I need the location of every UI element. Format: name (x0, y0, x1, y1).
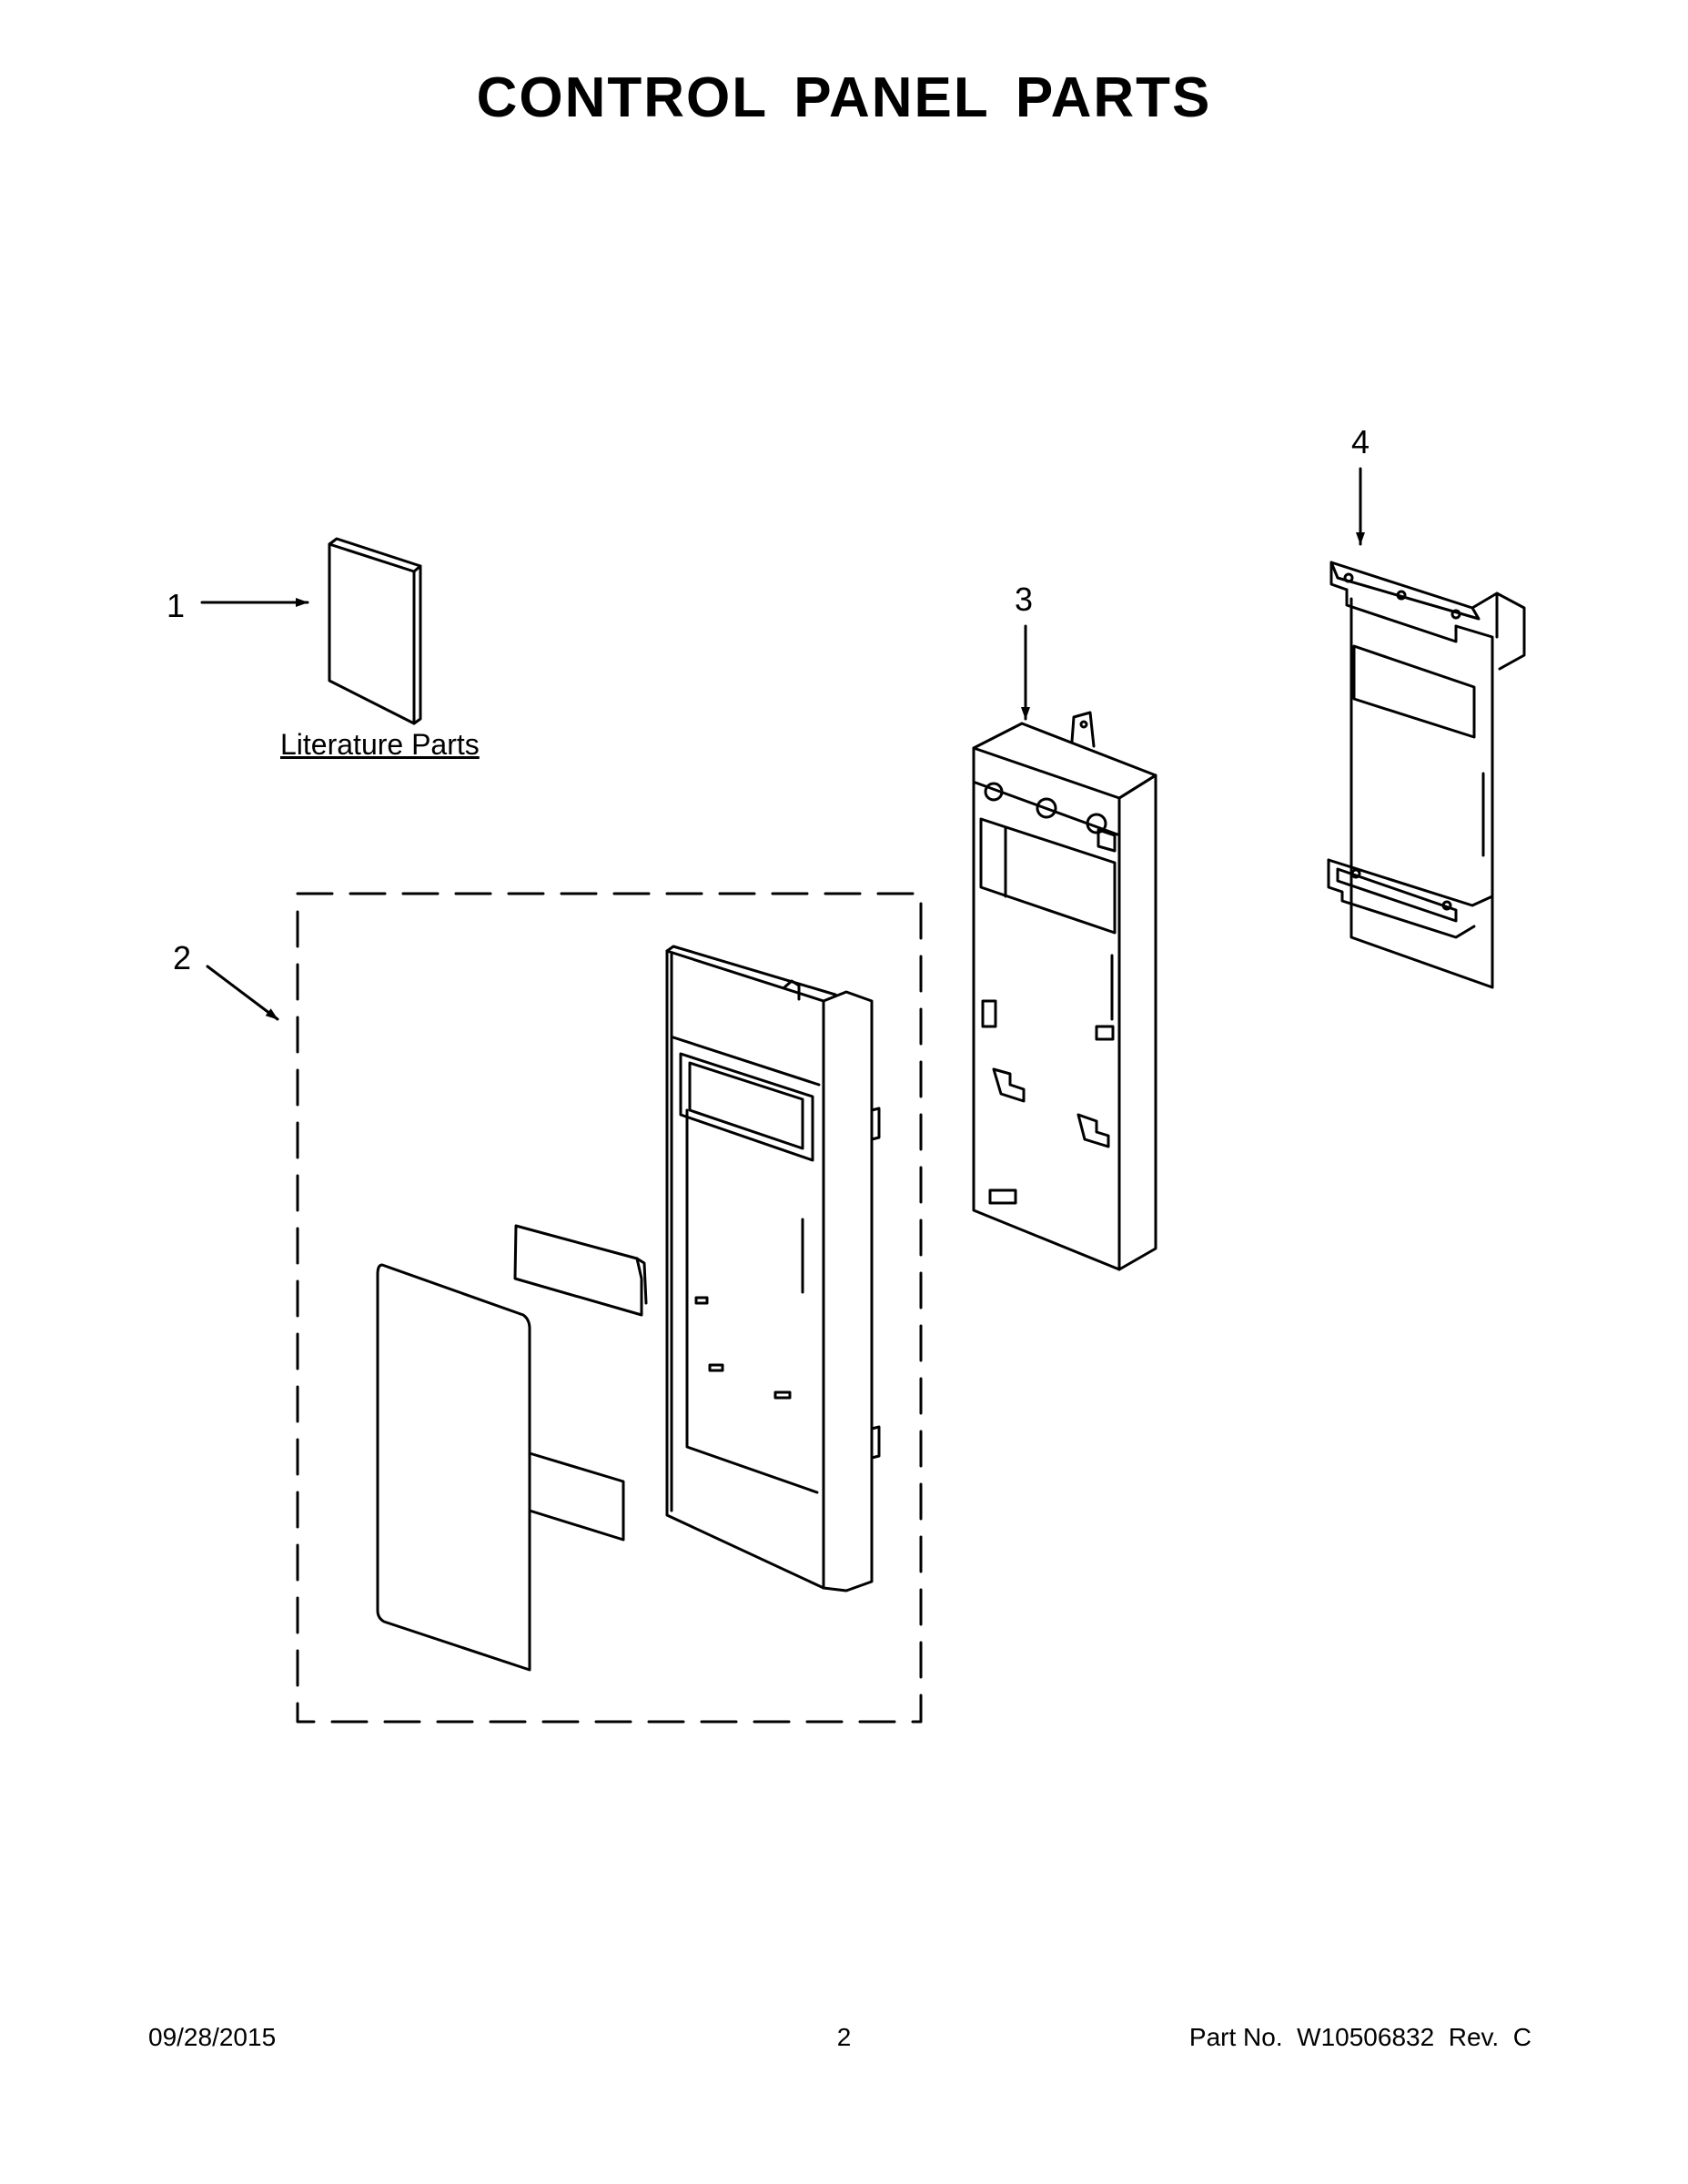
page-title: CONTROL PANEL PARTS (476, 66, 1212, 129)
callout-1: 1 (167, 587, 186, 624)
control-panel-kit (206, 892, 923, 1724)
control-board (1327, 467, 1526, 989)
control-bracket (972, 624, 1157, 1271)
footer-part-number: Part No. W10506832 Rev. C (1188, 2023, 1531, 2051)
footer-date: 09/28/2015 (148, 2023, 277, 2051)
callout-2: 2 (173, 939, 192, 976)
literature-parts-label: Literature Parts (280, 728, 480, 761)
callout-3: 3 (1015, 581, 1034, 618)
literature-booklet (200, 537, 422, 725)
callout-4: 4 (1351, 423, 1370, 460)
footer-page-number: 2 (836, 2023, 852, 2051)
